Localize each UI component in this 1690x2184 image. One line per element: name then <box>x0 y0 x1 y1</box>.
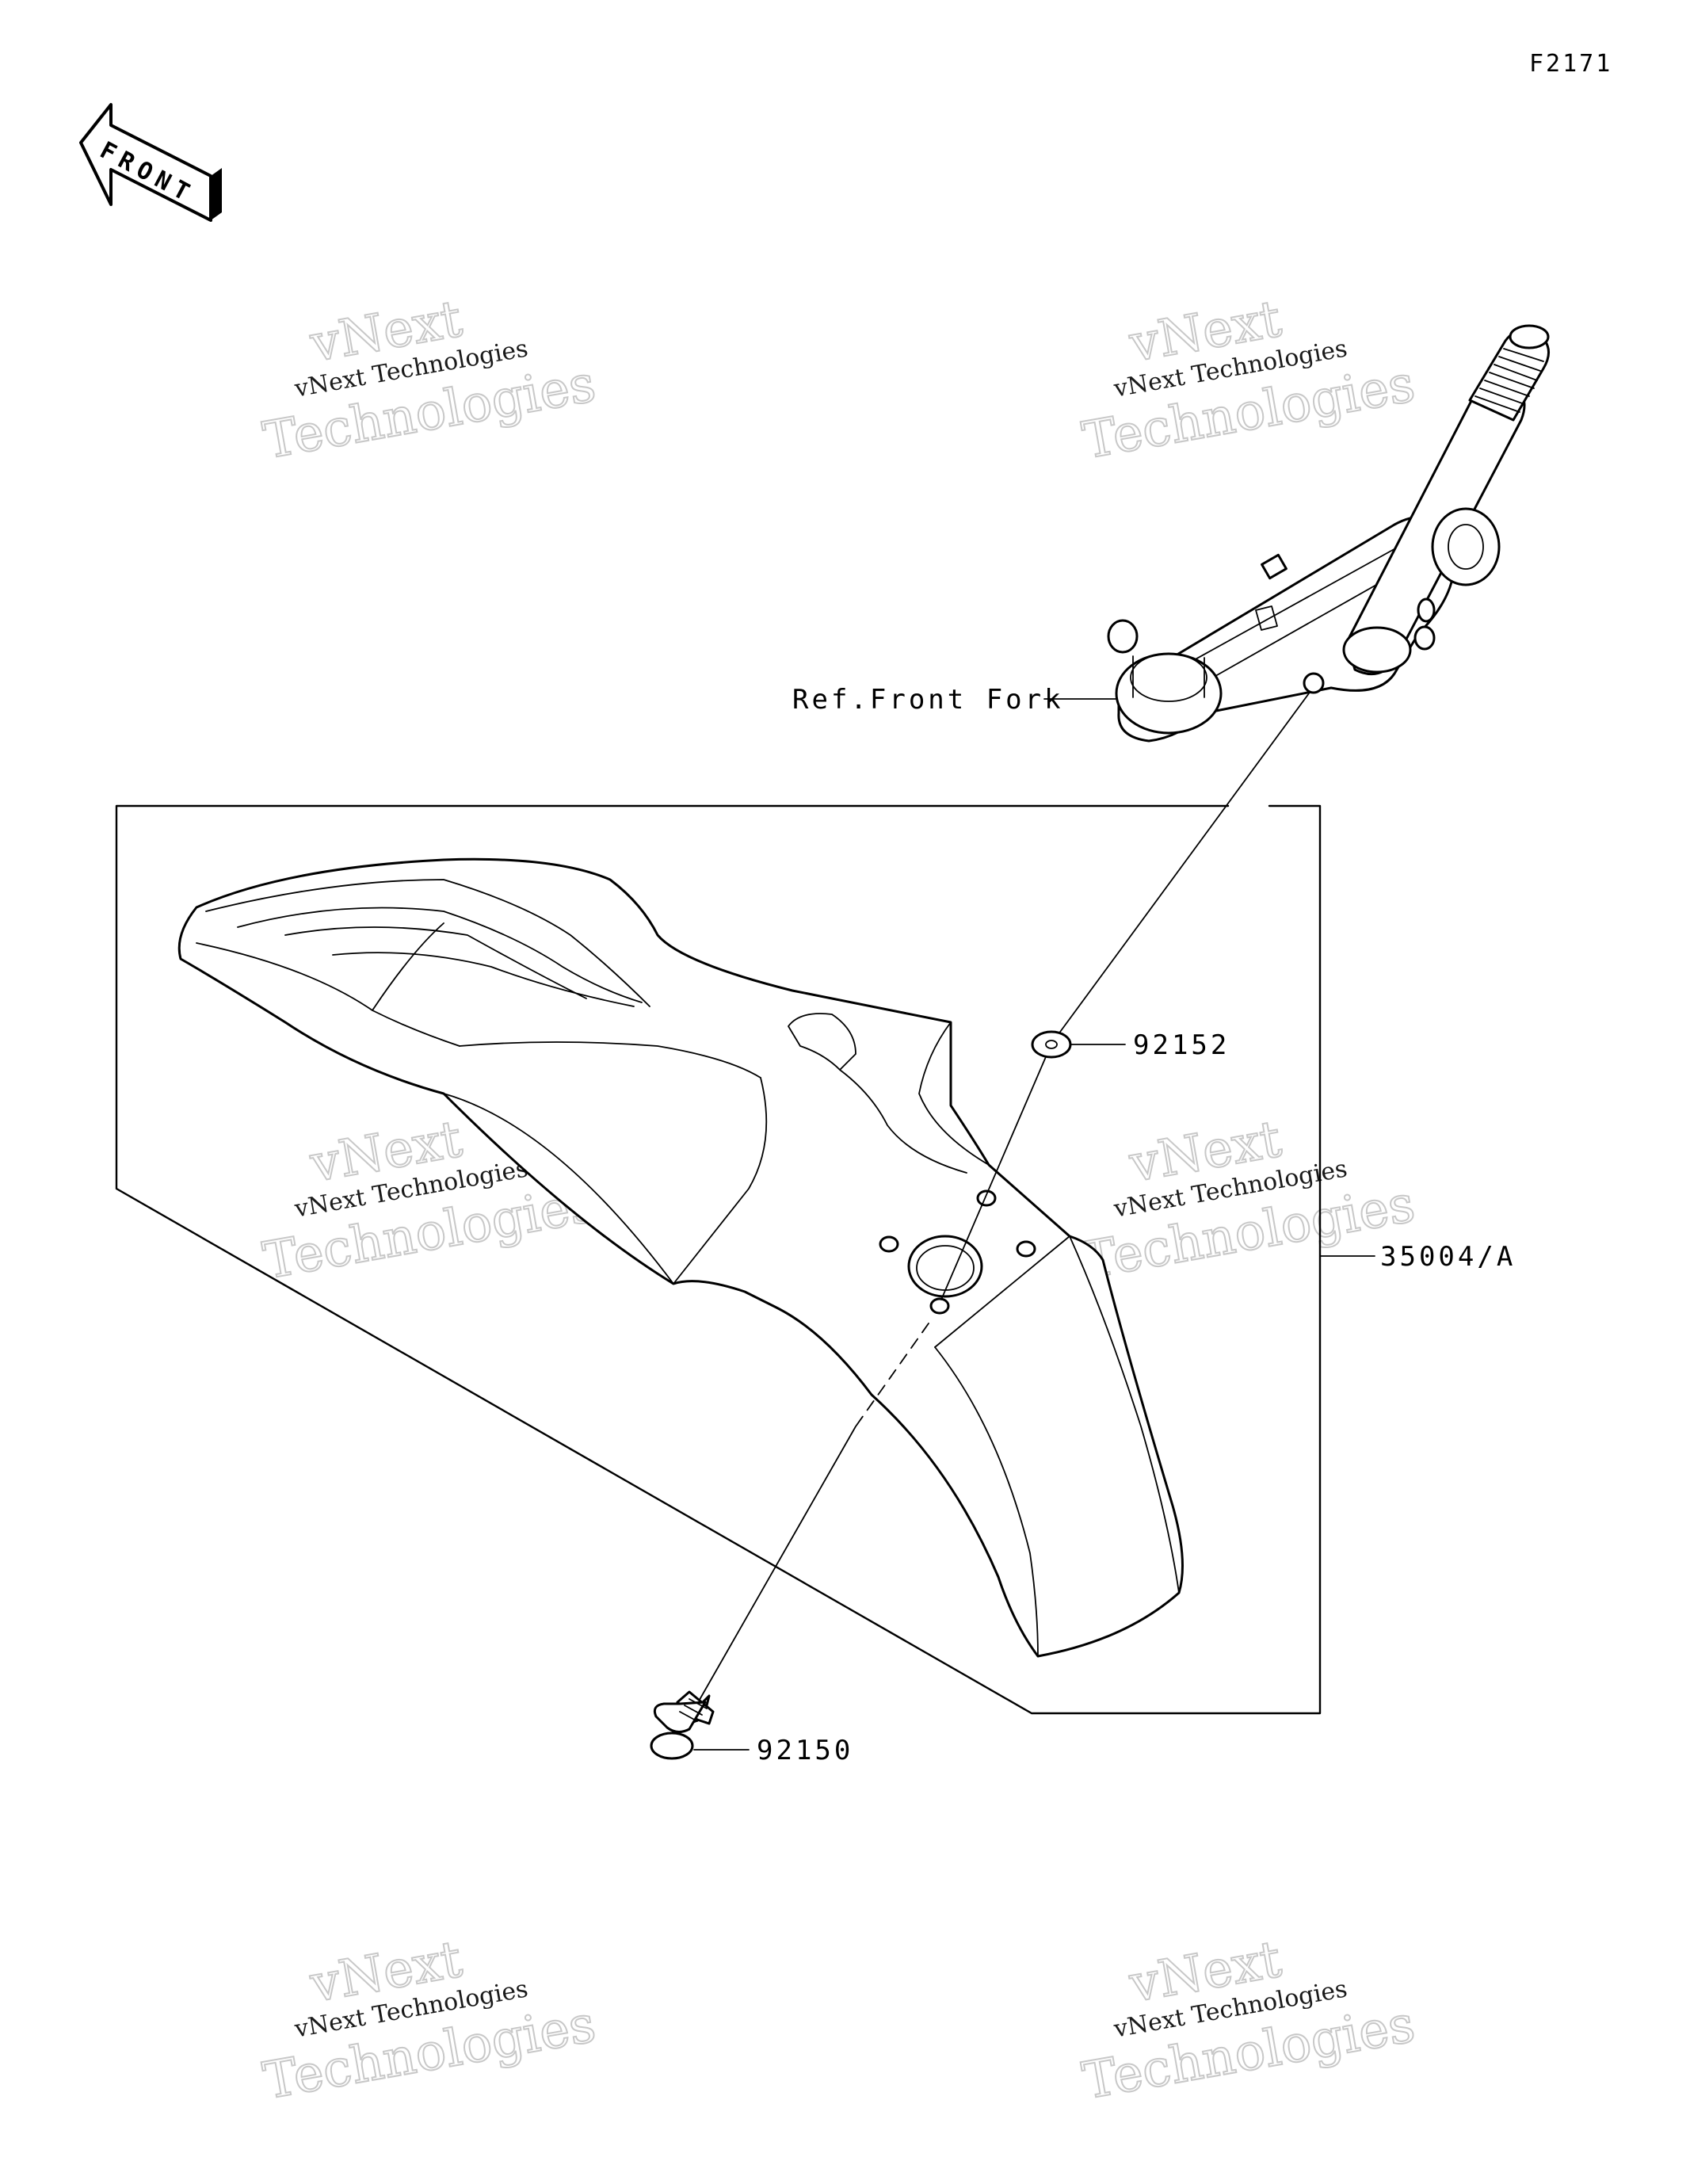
watermark-bottom-right: vNext vNext Technologies Technologies <box>1078 1930 1420 2112</box>
front-fork-triple-clamp <box>1107 324 1550 743</box>
bolt-92150 <box>650 1690 715 1760</box>
figure-code: F2171 <box>1529 50 1612 78</box>
assembly-part-number: 35004/A <box>1380 1241 1516 1273</box>
watermark-middle-right: vNext vNext Technologies Technologies <box>1078 1109 1420 1292</box>
watermark-bottom-left: vNext vNext Technologies Technologies <box>258 1930 601 2112</box>
watermark-top-right: vNext vNext Technologies Technologies <box>1078 289 1420 472</box>
fastener-axis-middle <box>940 1047 1051 1300</box>
front-fender <box>177 857 1184 1658</box>
watermark-top-left: vNext vNext Technologies Technologies <box>258 289 601 472</box>
front-direction-arrow-icon: FRONT <box>79 103 222 222</box>
ref-front-fork-label: Ref.Front Fork <box>792 684 1064 716</box>
fastener-axis-hidden <box>855 1323 929 1427</box>
fastener-axis-upper <box>1053 693 1310 1041</box>
bolt-part-number: 92150 <box>757 1735 853 1766</box>
fastener-axis-lower <box>696 1426 856 1705</box>
washer-part-number: 92152 <box>1133 1029 1230 1061</box>
assembly-bracket <box>115 804 1322 1715</box>
washer-92152 <box>1031 1030 1072 1059</box>
